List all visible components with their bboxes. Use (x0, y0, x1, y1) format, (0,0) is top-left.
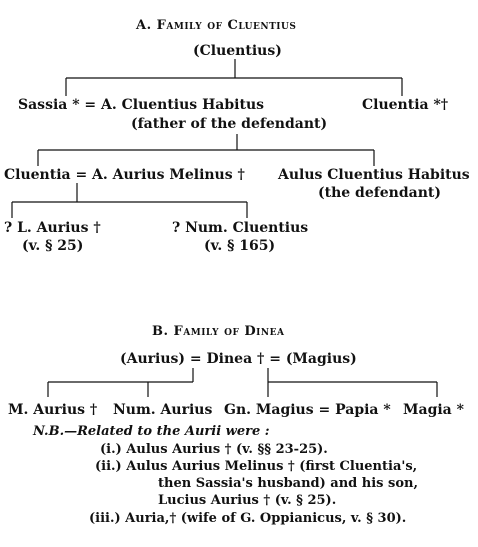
note-2b: then Sassia's husband) and his son, (158, 476, 418, 491)
note-2c: Lucius Aurius † (v. § 25). (158, 493, 337, 508)
l-aurius-ref: (v. § 25) (22, 238, 84, 254)
habitus-note: (father of the defendant) (131, 116, 328, 132)
section-b-title: B. Family of Dinea (152, 324, 285, 339)
num-cluentius: ? Num. Cluentius (172, 220, 309, 236)
note-2a: (ii.) Aulus Aurius Melinus † (first Clue… (95, 459, 418, 474)
note-1: (i.) Aulus Aurius † (v. §§ 23-25). (100, 442, 328, 457)
aulus-defendant-note: (the defendant) (318, 185, 441, 201)
sassia-habitus: Sassia * = A. Cluentius Habitus (18, 97, 264, 113)
gn-magius-papia: Gn. Magius = Papia * (224, 402, 391, 418)
cluentia-sister: Cluentia *† (362, 97, 449, 113)
note-3: (iii.) Auria,† (wife of G. Oppianicus, v… (89, 511, 407, 526)
section-a-title: A. Family of Cluentius (136, 18, 297, 33)
aulus-defendant-name: Aulus Cluentius Habitus (278, 167, 470, 183)
num-aurius: Num. Aurius (113, 402, 213, 418)
num-cluentius-ref: (v. § 165) (204, 238, 276, 254)
l-aurius: ? L. Aurius † (4, 220, 101, 236)
root-cluentius: (Cluentius) (193, 43, 282, 59)
magia: Magia * (403, 402, 464, 418)
m-aurius: M. Aurius † (8, 402, 98, 418)
cluentia-melinus: Cluentia = A. Aurius Melinus † (4, 167, 245, 183)
dinea-parents: (Aurius) = Dinea † = (Magius) (120, 351, 357, 367)
note-head: N.B.—Related to the Aurii were : (33, 424, 270, 439)
